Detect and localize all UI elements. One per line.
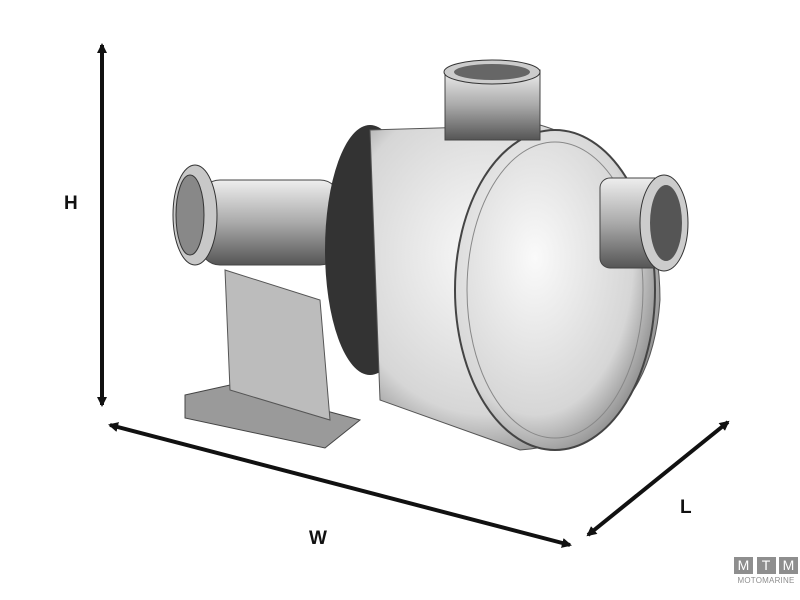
pump-inlet-side xyxy=(599,174,689,272)
length-arrow xyxy=(586,420,730,537)
motomarine-logo: M T M MOTOMARINE xyxy=(734,557,798,585)
logo-text: MOTOMARINE xyxy=(737,576,795,585)
pump-housing xyxy=(369,124,661,451)
pump-inlet xyxy=(172,164,341,266)
width-label: W xyxy=(309,528,327,549)
logo-letter: M xyxy=(734,557,753,574)
pump-outlet-top xyxy=(443,59,541,141)
height-label: H xyxy=(64,193,78,214)
logo-letter: T xyxy=(756,557,776,574)
width-arrow xyxy=(108,422,572,548)
logo-letter: M xyxy=(779,557,798,574)
length-label: L xyxy=(680,497,692,518)
